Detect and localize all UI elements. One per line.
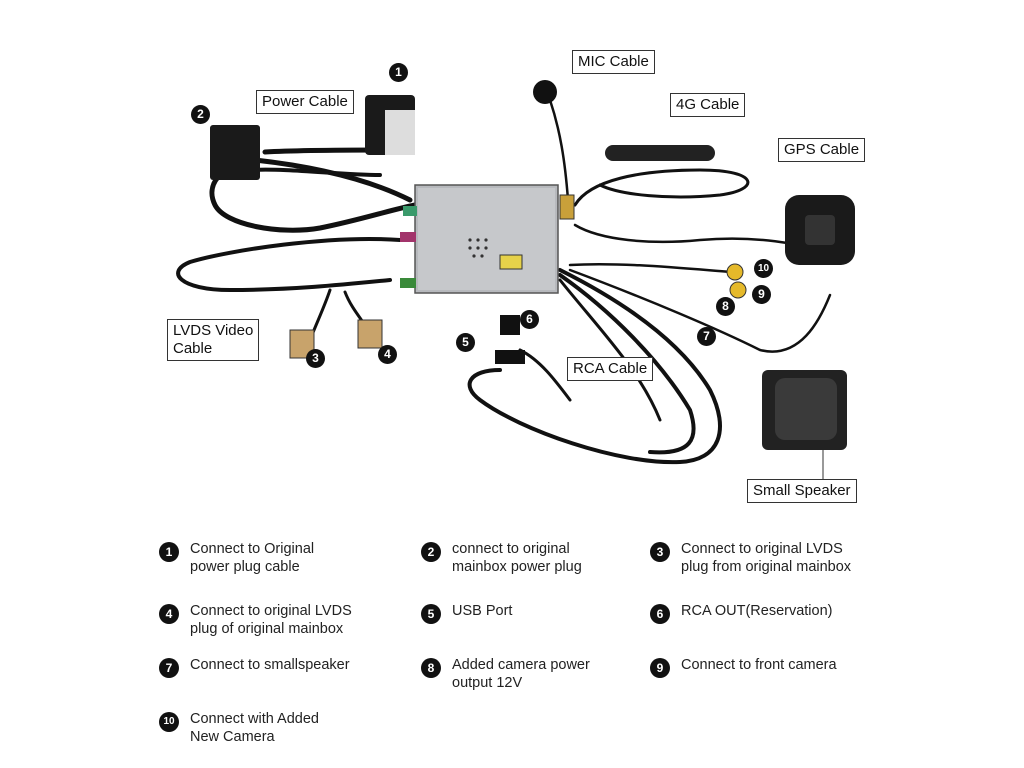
legend-number: 5 [421,604,441,624]
marker-3: 3 [306,349,325,368]
legend-text: Connect to original LVDS plug from origi… [681,541,852,575]
power-connector-2 [210,125,260,180]
legend-number: 2 [421,542,441,562]
power-cable-wire [209,157,418,233]
legend-number: 4 [159,604,179,624]
camera-branches [568,262,732,274]
legend-number: 1 [159,542,179,562]
mic-cable-wire [548,98,570,202]
power-connector-1 [365,95,415,155]
callout-lvds-video-cable: LVDS Video Cable [167,319,260,361]
legend-number: 7 [159,658,179,678]
marker-1: 1 [389,63,408,82]
camera-plug-9 [729,281,747,299]
lvds-connector-4 [357,319,383,349]
callout-fourg-cable: 4G Cable [670,93,746,117]
main-module-box [400,184,575,294]
legend-text: Connect with Added New Camera [190,711,319,745]
callout-mic-cable: MIC Cable [572,50,655,74]
legend-text: Connect to Original power plug cable [190,541,315,575]
callout-gps-cable: GPS Cable [778,138,866,162]
fourg-antenna [605,145,715,161]
lvds-branch-3 [310,288,332,337]
legend-text: Connect to smallspeaker [190,657,350,673]
marker-6: 6 [520,310,539,329]
gps-cable-wire [573,223,822,252]
marker-9: 9 [752,285,771,304]
mic-head [533,80,557,104]
legend-number: 8 [421,658,441,678]
legend-text: Connect to front camera [681,657,837,673]
legend-number: 3 [650,542,670,562]
marker-10: 10 [754,259,773,278]
marker-5: 5 [456,333,475,352]
marker-8: 8 [716,297,735,316]
rca-cable-wire-3 [558,278,662,422]
legend-number: 10 [159,712,179,732]
rca-cable-wire-2 [558,273,696,455]
callout-small-speaker: Small Speaker [747,479,857,503]
power-cable-wire-3 [248,167,382,177]
marker-2: 2 [191,105,210,124]
legend-number: 9 [650,658,670,678]
camera-plug-10 [726,263,744,281]
fourg-cable-wire [573,168,750,207]
legend-text: connect to original mainbox power plug [452,541,582,575]
wiring-diagram [176,80,855,480]
callout-rca-cable: RCA Cable [567,357,654,381]
legend-text: USB Port [452,603,513,619]
legend-text: Added camera power output 12V [452,657,590,691]
legend-number: 6 [650,604,670,624]
marker-7: 7 [697,327,716,346]
legend-text: Connect to original LVDS plug of origina… [190,603,352,637]
usb-plug [495,350,525,364]
speaker-cable-wire [568,268,832,353]
legend-text: RCA OUT(Reservation) [681,603,833,619]
marker-4: 4 [378,345,397,364]
callout-power-cable: Power Cable [256,90,354,114]
usb-branch [518,348,572,402]
rca-cable-wire [467,268,722,465]
lvds-cable-wire [176,237,402,292]
rca-plug [500,315,520,335]
